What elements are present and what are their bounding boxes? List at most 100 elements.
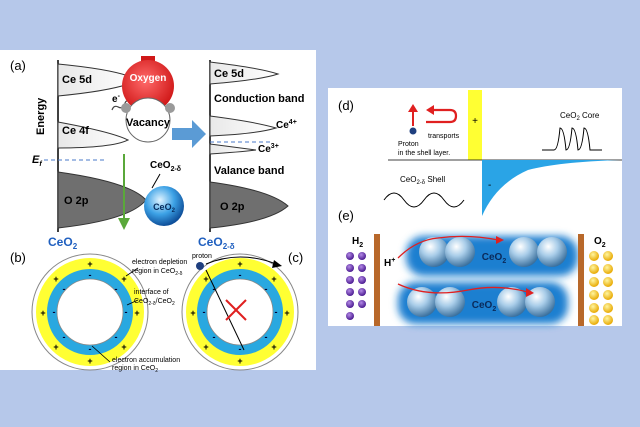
- o2-molecules: [589, 251, 613, 325]
- interface-pointer: [126, 299, 139, 306]
- svg-text:-: -: [213, 332, 216, 342]
- oxygen-cap-icon: [141, 56, 155, 61]
- svg-text:+: +: [87, 259, 92, 269]
- accumulation-text-1: electron accumulation: [112, 357, 180, 364]
- proton-text-1: Proton: [398, 141, 419, 148]
- ring-b-inner: [56, 278, 124, 346]
- ce4plus-label: Ce4+: [276, 119, 297, 131]
- ring-b-minus-signs: - - - - - - - -: [53, 270, 128, 354]
- svg-text:-: -: [275, 307, 278, 317]
- ring-b-yellow: [36, 258, 144, 366]
- ring-c-plus-signs: + + + + + + + +: [190, 259, 289, 366]
- valance-band-label: Valance band: [214, 165, 284, 177]
- energy-axis-label: Energy: [35, 97, 47, 135]
- transition-arrow: [172, 120, 206, 148]
- ceo2-sphere: [144, 186, 184, 226]
- conduction-band-label: Conduction band: [214, 93, 304, 105]
- h2-label: H2: [352, 236, 363, 249]
- svg-text:-: -: [53, 307, 56, 317]
- svg-text:-: -: [239, 270, 242, 280]
- core-wave: [542, 127, 602, 151]
- ring-c-blue: [197, 269, 283, 355]
- proton-path-arrowhead: [272, 260, 282, 268]
- vacancy-label: Vacancy: [126, 117, 171, 129]
- anode-electrode: [374, 234, 380, 326]
- left-figure-svg: (a) Energy Ce 5d Ce 4f Ef O 2p CeO2 e- O…: [10, 56, 304, 374]
- svg-text:+: +: [53, 342, 58, 352]
- ceo2-particles-top: [419, 237, 567, 267]
- proton-text-3: in the shell layer.: [398, 150, 450, 157]
- ce4f-label-left: Ce 4f: [62, 125, 89, 137]
- ceo2d-small-label: CeO2-δ: [150, 160, 181, 173]
- svg-text:+: +: [284, 308, 289, 318]
- depletion-text-2: region in CeO2-δ: [132, 268, 183, 277]
- proton-path-top: [397, 235, 499, 259]
- ce4f-band-left: [57, 121, 130, 149]
- negative-layer-sign: -: [488, 180, 491, 191]
- positive-layer-sign: +: [472, 116, 478, 127]
- svg-text:-: -: [115, 332, 118, 342]
- panel-label-b: (b): [10, 250, 26, 265]
- ceo2-top-label: CeO2: [482, 252, 507, 265]
- right-figure-panel: (d) Proton transports in the shell layer…: [328, 88, 622, 326]
- svg-text:+: +: [203, 274, 208, 284]
- ce5d-band-right: [209, 61, 280, 85]
- svg-text:+: +: [237, 356, 242, 366]
- accumulation-pointer: [91, 345, 111, 363]
- ring-b-blue: [47, 269, 133, 355]
- proton-path-bottom: [397, 283, 529, 294]
- ce3plus-band: [209, 143, 257, 155]
- shell-label: CeO2-δ Shell: [400, 175, 445, 186]
- svg-text:+: +: [203, 342, 208, 352]
- svg-text:-: -: [115, 284, 118, 294]
- svg-text:-: -: [63, 332, 66, 342]
- proton-path-top-head: [496, 236, 504, 244]
- ce5d-label-right: Ce 5d: [214, 68, 244, 80]
- green-arrow-head: [118, 218, 130, 230]
- ce4f-band-right: [209, 115, 278, 137]
- proton-up-arrowhead: [408, 104, 418, 112]
- svg-text:-: -: [125, 307, 128, 317]
- panel-label-c: (c): [288, 250, 303, 265]
- proton-label: proton: [192, 253, 212, 260]
- negative-layer-decay: [482, 160, 620, 216]
- ceo2d-label-right: CeO2-δ: [198, 235, 235, 251]
- ce3plus-label: Ce3+: [258, 143, 279, 155]
- svg-text:+: +: [190, 308, 195, 318]
- panel-label-d: (d): [338, 98, 354, 113]
- o2p-label-right: O 2p: [220, 201, 245, 213]
- svg-text:+: +: [121, 274, 126, 284]
- proton-path-bottom-head: [526, 288, 534, 297]
- svg-text:+: +: [134, 308, 139, 318]
- blocked-x-2: [225, 299, 247, 321]
- panel-label-a: (a): [10, 58, 26, 73]
- proton-uturn-arrow: [426, 108, 458, 124]
- svg-text:+: +: [53, 274, 58, 284]
- core-label: CeO2 Core: [560, 111, 600, 122]
- svg-text:+: +: [237, 259, 242, 269]
- depletion-pointer: [125, 267, 139, 277]
- ring-c-inner: [206, 278, 274, 346]
- ring-c-minus-signs: - - - - - - - -: [203, 270, 278, 354]
- left-figure-panel: (a) Energy Ce 5d Ce 4f Ef O 2p CeO2 e- O…: [0, 50, 316, 374]
- o2p-band-right: [209, 181, 289, 229]
- ceo2d-pointer: [151, 173, 161, 189]
- fermi-level-label: Ef: [32, 154, 42, 168]
- svg-text:-: -: [239, 344, 242, 354]
- svg-text:-: -: [89, 344, 92, 354]
- svg-text:-: -: [89, 270, 92, 280]
- shell-wave: [383, 192, 465, 208]
- oxygen-label: Oxygen: [130, 73, 167, 84]
- svg-text:+: +: [121, 342, 126, 352]
- svg-text:-: -: [203, 307, 206, 317]
- svg-text:+: +: [271, 342, 276, 352]
- svg-text:-: -: [213, 284, 216, 294]
- ceo2-bottom-label: CeO2: [472, 300, 497, 313]
- proton-dot: [196, 262, 204, 270]
- vacancy-neighbor-right: [165, 103, 175, 113]
- ring-b-plus-signs: + + + + + + + +: [40, 259, 139, 366]
- proton-text-2: transports: [428, 133, 460, 140]
- h2-molecules: [346, 252, 366, 320]
- vacancy-circle: [125, 97, 171, 143]
- svg-text:+: +: [87, 356, 92, 366]
